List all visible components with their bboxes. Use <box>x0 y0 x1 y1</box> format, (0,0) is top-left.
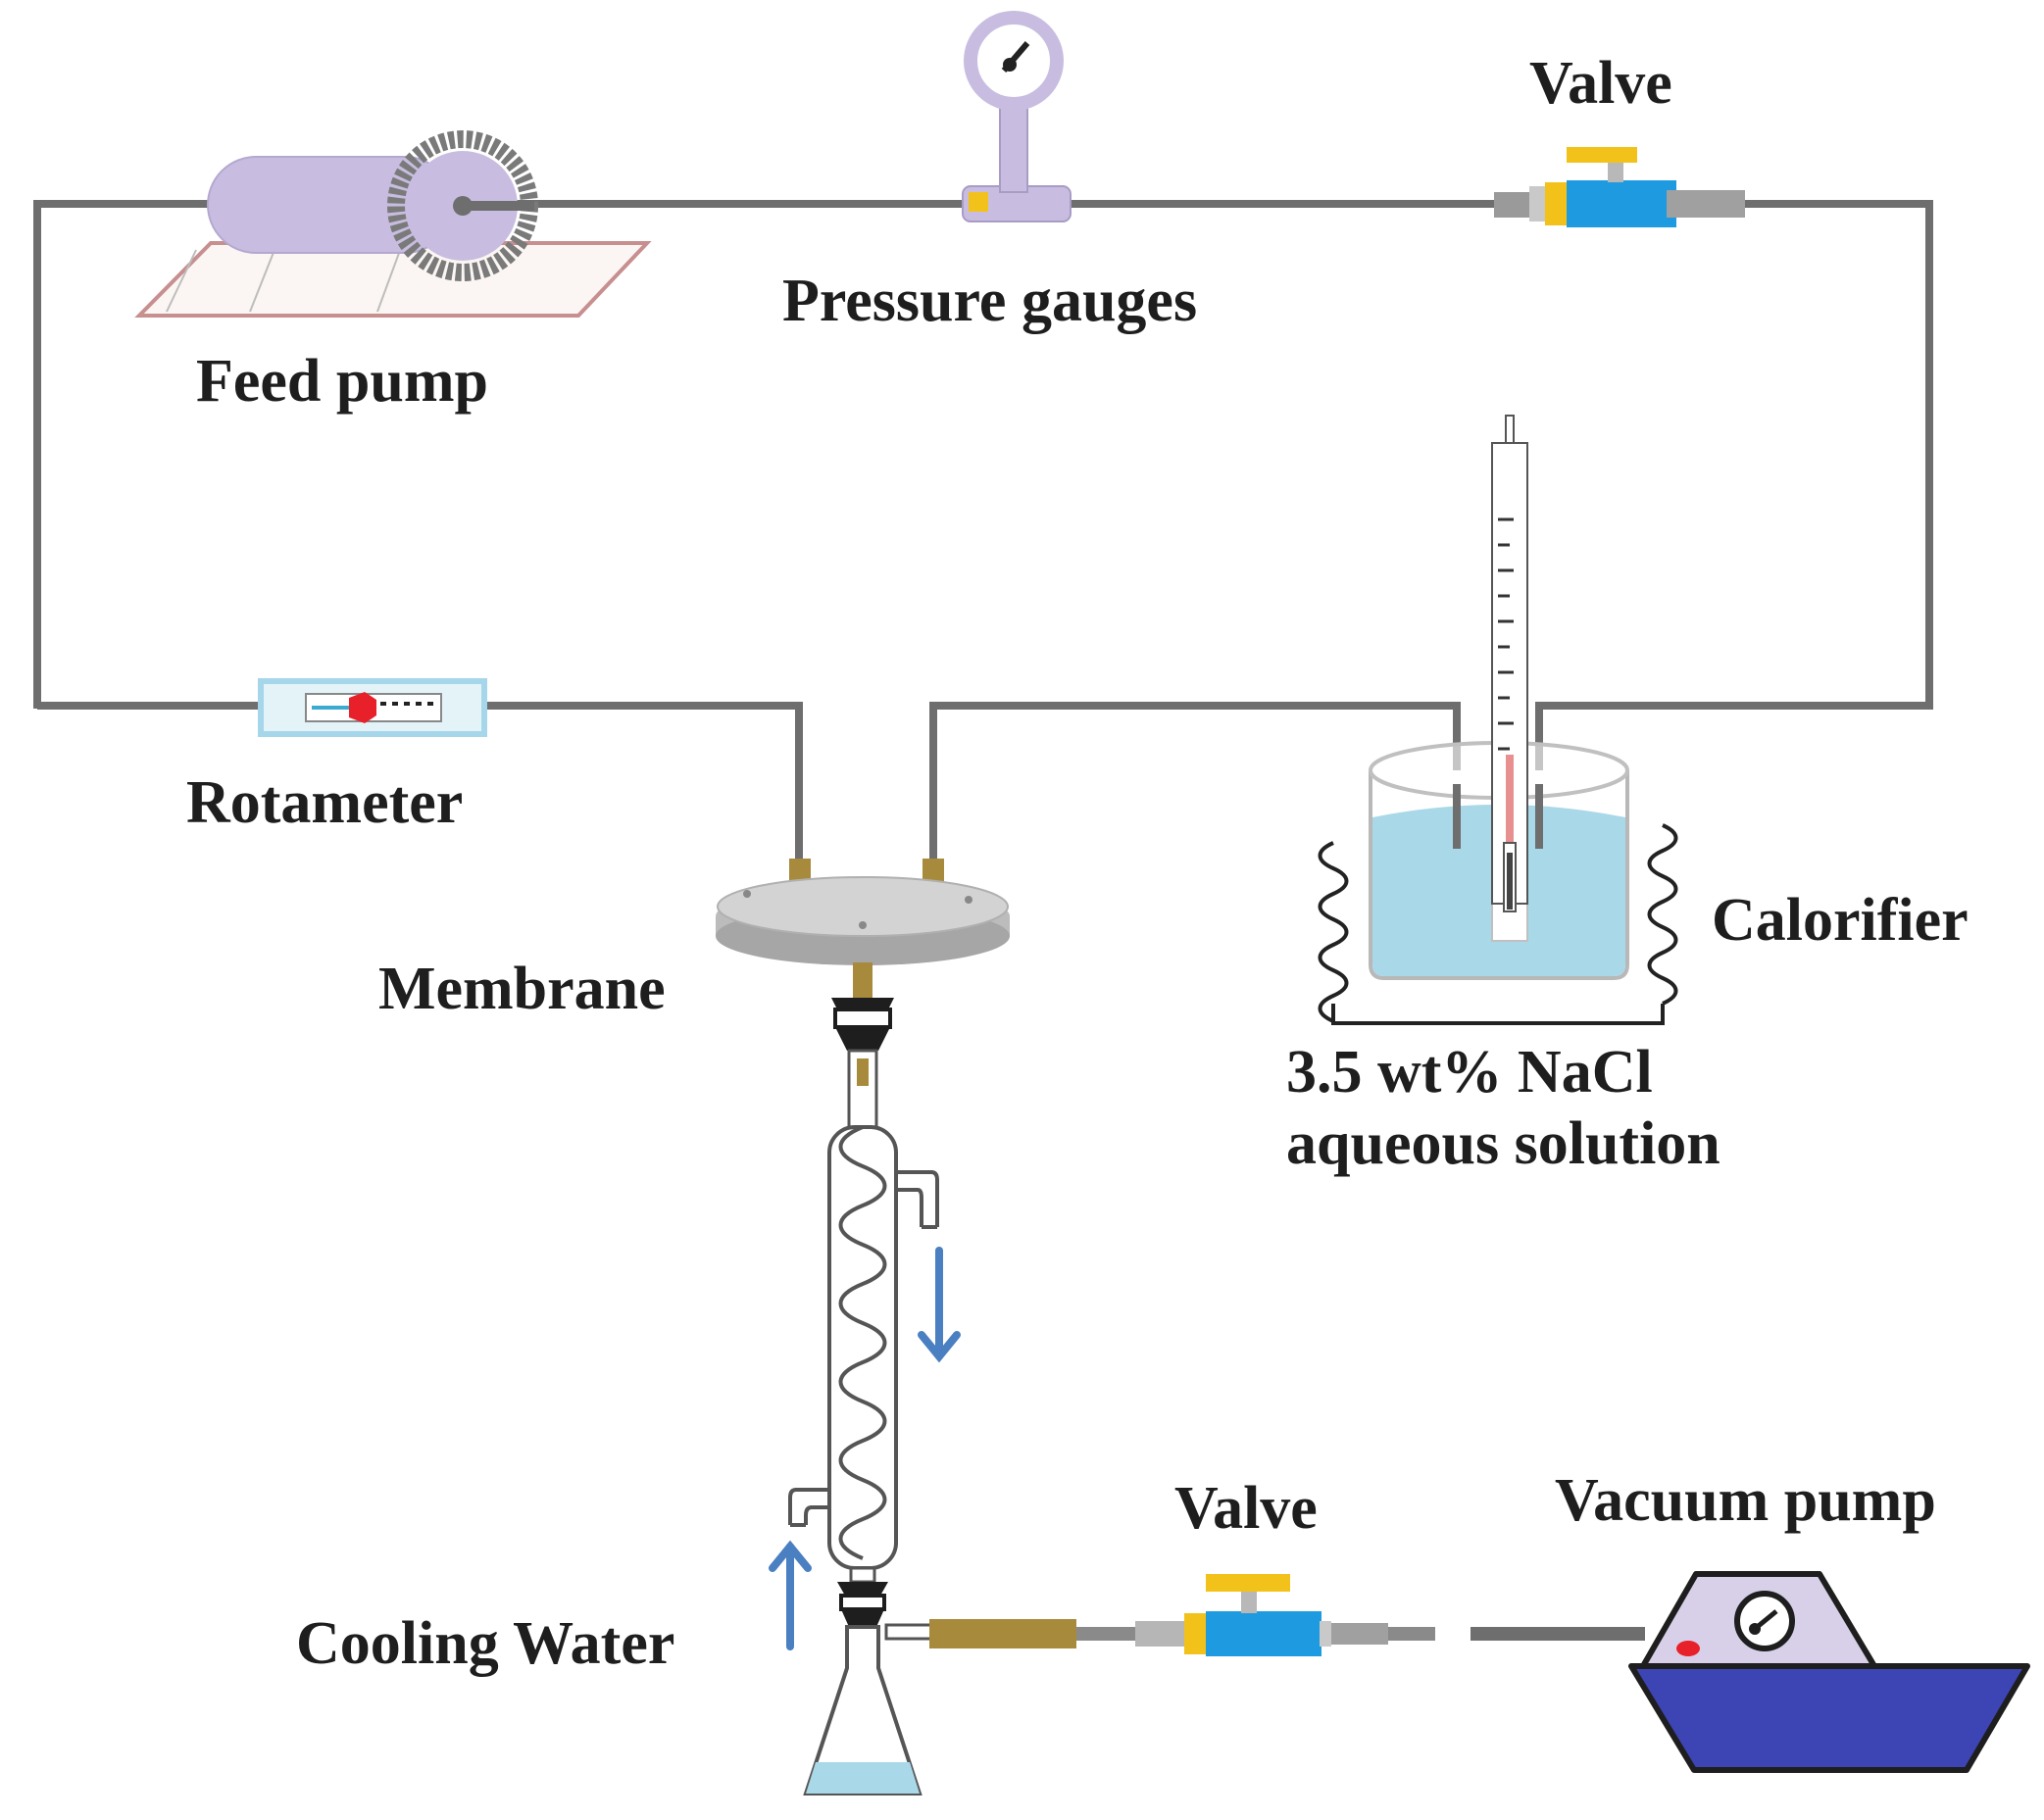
vacuum-hose-fitting <box>929 1619 1076 1648</box>
valve-top-label: Valve <box>1529 50 1672 117</box>
heating-coil-right <box>1647 823 1678 1021</box>
thermometer <box>1491 415 1528 912</box>
rotameter-float <box>349 692 376 723</box>
calorifier-label: Calorifier <box>1712 887 1969 954</box>
condenser-coil <box>838 1125 887 1560</box>
membrane-label: Membrane <box>378 956 666 1022</box>
cooling-water-label: Cooling Water <box>296 1610 675 1677</box>
vacuum-line <box>929 1619 1645 1648</box>
arrow-down-icon <box>918 1247 961 1363</box>
flask-liquid <box>806 1762 920 1794</box>
cooling-water-flow-arrows <box>769 1247 961 1650</box>
rotameter <box>258 678 487 737</box>
valve-bottom-body <box>1206 1611 1321 1656</box>
vacuum-pump <box>1628 1571 2030 1773</box>
valve-top <box>1494 147 1745 227</box>
feed-pump-base-plate <box>134 241 652 318</box>
collection-flask <box>803 1582 933 1795</box>
valve-bottom-handle <box>1206 1574 1290 1592</box>
valve-top-body <box>1567 180 1676 227</box>
condenser <box>788 998 939 1584</box>
feed-pump-label: Feed pump <box>196 348 488 415</box>
vacuum-indicator-light <box>1676 1641 1700 1656</box>
feed-pump <box>134 130 652 318</box>
vacuum-pump-label: Vacuum pump <box>1555 1467 1936 1534</box>
vacuum-pump-base <box>1628 1663 2030 1773</box>
nacl-solution-label: 3.5 wt% NaCl aqueous solution <box>1286 1037 1720 1180</box>
valve-bottom <box>1135 1574 1331 1656</box>
membrane-module <box>716 859 1010 998</box>
valve-top-handle <box>1567 147 1637 163</box>
valve-bottom-label: Valve <box>1174 1475 1318 1542</box>
heating-coil-left <box>1318 841 1349 1023</box>
pressure-gauge <box>962 11 1072 222</box>
pipe-rotameter-to-membrane <box>482 702 803 862</box>
arrow-up-icon <box>769 1540 812 1650</box>
nacl-solution-label-line1: 3.5 wt% NaCl <box>1286 1039 1653 1106</box>
pressure-gauges-label: Pressure gauges <box>782 268 1198 334</box>
rotameter-label: Rotameter <box>186 769 464 836</box>
membrane-top-face <box>717 876 1009 937</box>
nacl-solution-label-line2: aqueous solution <box>1286 1110 1720 1178</box>
